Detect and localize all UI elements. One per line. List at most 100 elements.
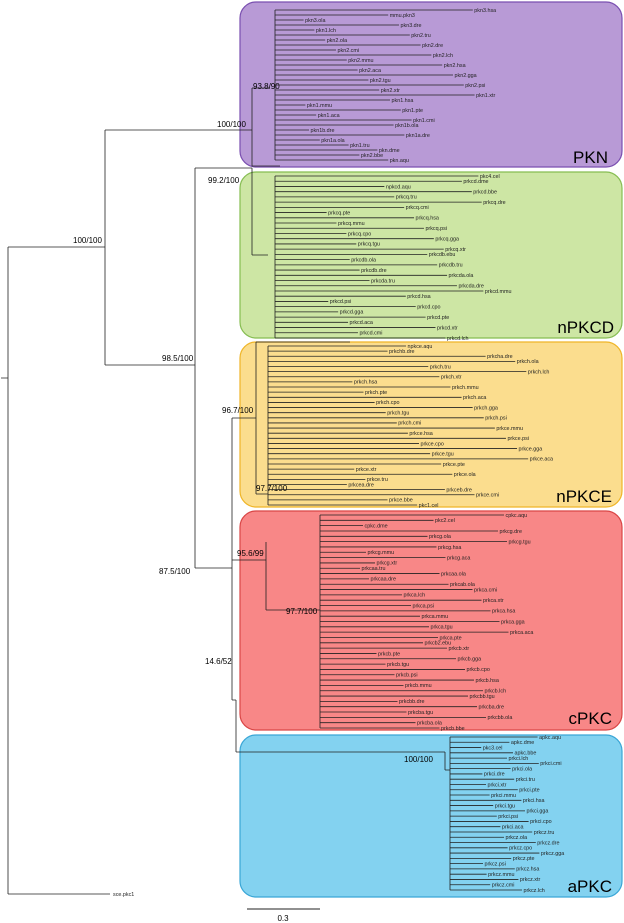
leaf-label: pkn3.ola bbox=[305, 18, 325, 24]
leaf-label: prkch.psi bbox=[485, 416, 507, 422]
support-values: 93.8/90 100/100 99.2/100 100/100 98.5/10… bbox=[73, 82, 433, 764]
leaf-label: prkcq.hsa bbox=[416, 216, 439, 222]
clade-title-cpkc: cPKC bbox=[569, 709, 612, 728]
leaf-label: prkca.lch bbox=[404, 593, 426, 599]
leaf-label: prkci.aca bbox=[502, 824, 524, 830]
leaf-label: prkca.psi bbox=[413, 603, 435, 609]
support-value: 95.6/99 bbox=[237, 549, 264, 558]
leaf-label: pkc2.cel bbox=[435, 518, 455, 524]
leaf-label: prkce.tru bbox=[367, 477, 388, 483]
leaf-label: prkci.tgu bbox=[495, 803, 515, 809]
leaf-label: prkcaa.dre bbox=[371, 577, 396, 583]
leaf-label: prkcd.cpo bbox=[417, 304, 440, 310]
leaf-label: pkn1b.dre bbox=[311, 128, 335, 134]
leaf-label: prkch.xtr bbox=[441, 375, 462, 381]
leaf-label: prkci.lch bbox=[509, 756, 529, 762]
leaf-label: prkcg.aca bbox=[447, 555, 470, 561]
leaf-label: prkcq.dre bbox=[483, 200, 505, 206]
leaf-label: prkca.cmi bbox=[474, 587, 497, 593]
leaf-label: prkcb.cpo bbox=[467, 667, 490, 673]
support-value: 99.2/100 bbox=[208, 176, 240, 185]
leaf-label: prkci.dre bbox=[484, 772, 505, 778]
leaf-label: pkn1.pte bbox=[402, 108, 423, 114]
leaf-label: prkcb.xtr bbox=[449, 646, 470, 652]
leaf-label: prkci.ola bbox=[512, 766, 532, 772]
clade-titles: PKN nPKCD nPKCE cPKC aPKC bbox=[556, 148, 614, 896]
leaf-label: prkca.hsa bbox=[492, 609, 515, 615]
clade-title-apkc: aPKC bbox=[568, 877, 612, 896]
clade-boxes bbox=[239, 1, 623, 898]
leaf-label: prkcha.dre bbox=[487, 354, 512, 360]
leaf-label: pkn3.hsa bbox=[474, 8, 496, 14]
leaf-label: prkcq.tgu bbox=[358, 242, 380, 248]
leaf-label: pkn2.dre bbox=[422, 43, 443, 49]
leaf-label: prkcq.cpo bbox=[348, 231, 371, 237]
leaf-label: prkcg.mmu bbox=[368, 550, 395, 556]
leaf-label: pkn1.xtr bbox=[476, 93, 495, 99]
leaf-label: prkcz.xtr bbox=[520, 877, 541, 883]
leaf-label: prkcd.pte bbox=[427, 315, 449, 321]
leaf-label: prkcba.dre bbox=[479, 705, 504, 711]
leaves-apkc: apkc.aquapkc.dmepkc3.celapkc.bbeprkci.lc… bbox=[449, 735, 564, 894]
leaf-label: npkcd.aqu bbox=[386, 184, 411, 190]
leaf-label: prkce.pte bbox=[443, 462, 465, 468]
leaf-label: npkce.aqu bbox=[408, 344, 433, 350]
leaf-label: prkcz.dre bbox=[537, 840, 559, 846]
leaf-label: pkn1a.ola bbox=[321, 138, 344, 144]
leaf-label: prkcbb.dre bbox=[399, 699, 424, 705]
leaf-label: prkci.mmu bbox=[491, 793, 516, 799]
leaf-label: prkci.psi bbox=[498, 814, 518, 820]
leaf-label: prkcq.xtr bbox=[445, 247, 466, 253]
leaf-label: prkcd.bbe bbox=[473, 189, 497, 195]
leaf-label: prkchb.dre bbox=[389, 349, 414, 355]
leaf-label: pkn2.psi bbox=[465, 83, 485, 89]
leaf-label: prkci.cmi bbox=[540, 761, 561, 767]
leaf-label: apkc.aqu bbox=[539, 735, 561, 741]
leaf-label: prkcea.dre bbox=[348, 482, 373, 488]
leaf-label: pkn.dme bbox=[379, 148, 400, 154]
leaf-label: prkca.gga bbox=[501, 619, 525, 625]
clade-box-apkc bbox=[239, 734, 623, 898]
leaf-label: prkch.aca bbox=[463, 395, 486, 401]
leaf-label: prkca.pte bbox=[440, 635, 462, 641]
leaf-label: pkn1.aca bbox=[318, 113, 340, 119]
support-value: 97.7/100 bbox=[256, 484, 288, 493]
clade-box-pkn bbox=[239, 1, 623, 168]
leaf-label: pkn2.bbe bbox=[361, 153, 383, 159]
leaf-label: prkcbb.ola bbox=[488, 715, 513, 721]
leaf-label: prkcg.dre bbox=[500, 529, 522, 535]
leaf-label: pkn1a.dre bbox=[406, 133, 430, 139]
scale-bar-label: 0.3 bbox=[277, 914, 289, 923]
leaf-label: prkcda.tru bbox=[371, 278, 395, 284]
leaf-label: prkch.ola bbox=[517, 359, 539, 365]
leaf-label: prkcb2.ebu bbox=[425, 641, 452, 647]
leaf-label: prkce.tgu bbox=[432, 452, 454, 458]
leaf-label: pkn2.tru bbox=[411, 33, 430, 39]
leaf-label: pkn2.xtr bbox=[381, 88, 400, 94]
scale-bar: 0.3 bbox=[247, 908, 320, 923]
leaf-label: prkcq.tru bbox=[396, 195, 417, 201]
support-value: 96.7/100 bbox=[222, 406, 254, 415]
leaf-label: prkcg.hsa bbox=[438, 545, 461, 551]
leaf-label: prkce.cpo bbox=[421, 441, 444, 447]
leaf-label: prkcba.tgu bbox=[408, 710, 433, 716]
leaf-label: apkc.dme bbox=[511, 740, 534, 746]
leaf-label: prkcd.mmu bbox=[485, 289, 512, 295]
support-value: 87.5/100 bbox=[159, 567, 191, 576]
leaf-label: prkce.mmu bbox=[496, 426, 523, 432]
leaf-label: prkcaa.ola bbox=[441, 571, 466, 577]
leaf-label: prkcq.cmi bbox=[406, 205, 429, 211]
leaf-label: prkcq.psi bbox=[425, 226, 447, 232]
leaf-label: mmu.pkn3 bbox=[390, 13, 415, 19]
clade-title-npkce: nPKCE bbox=[556, 487, 612, 506]
leaf-label: prkcz.psi bbox=[485, 861, 506, 867]
leaf-label: prkcdb.dre bbox=[361, 268, 386, 274]
leaf-label: prkca.tgu bbox=[431, 625, 453, 631]
leaf-label: prkcz.cpo bbox=[509, 846, 532, 852]
support-value: 100/100 bbox=[404, 755, 433, 764]
leaf-label: prkcbb.tgu bbox=[470, 694, 495, 700]
leaf-label: prkce.psi bbox=[507, 436, 529, 442]
leaf-label: prkcba.ola bbox=[417, 720, 442, 726]
leaf-label: prkce.bbe bbox=[389, 498, 413, 504]
leaf-label: prkcb.bbe bbox=[441, 726, 465, 732]
